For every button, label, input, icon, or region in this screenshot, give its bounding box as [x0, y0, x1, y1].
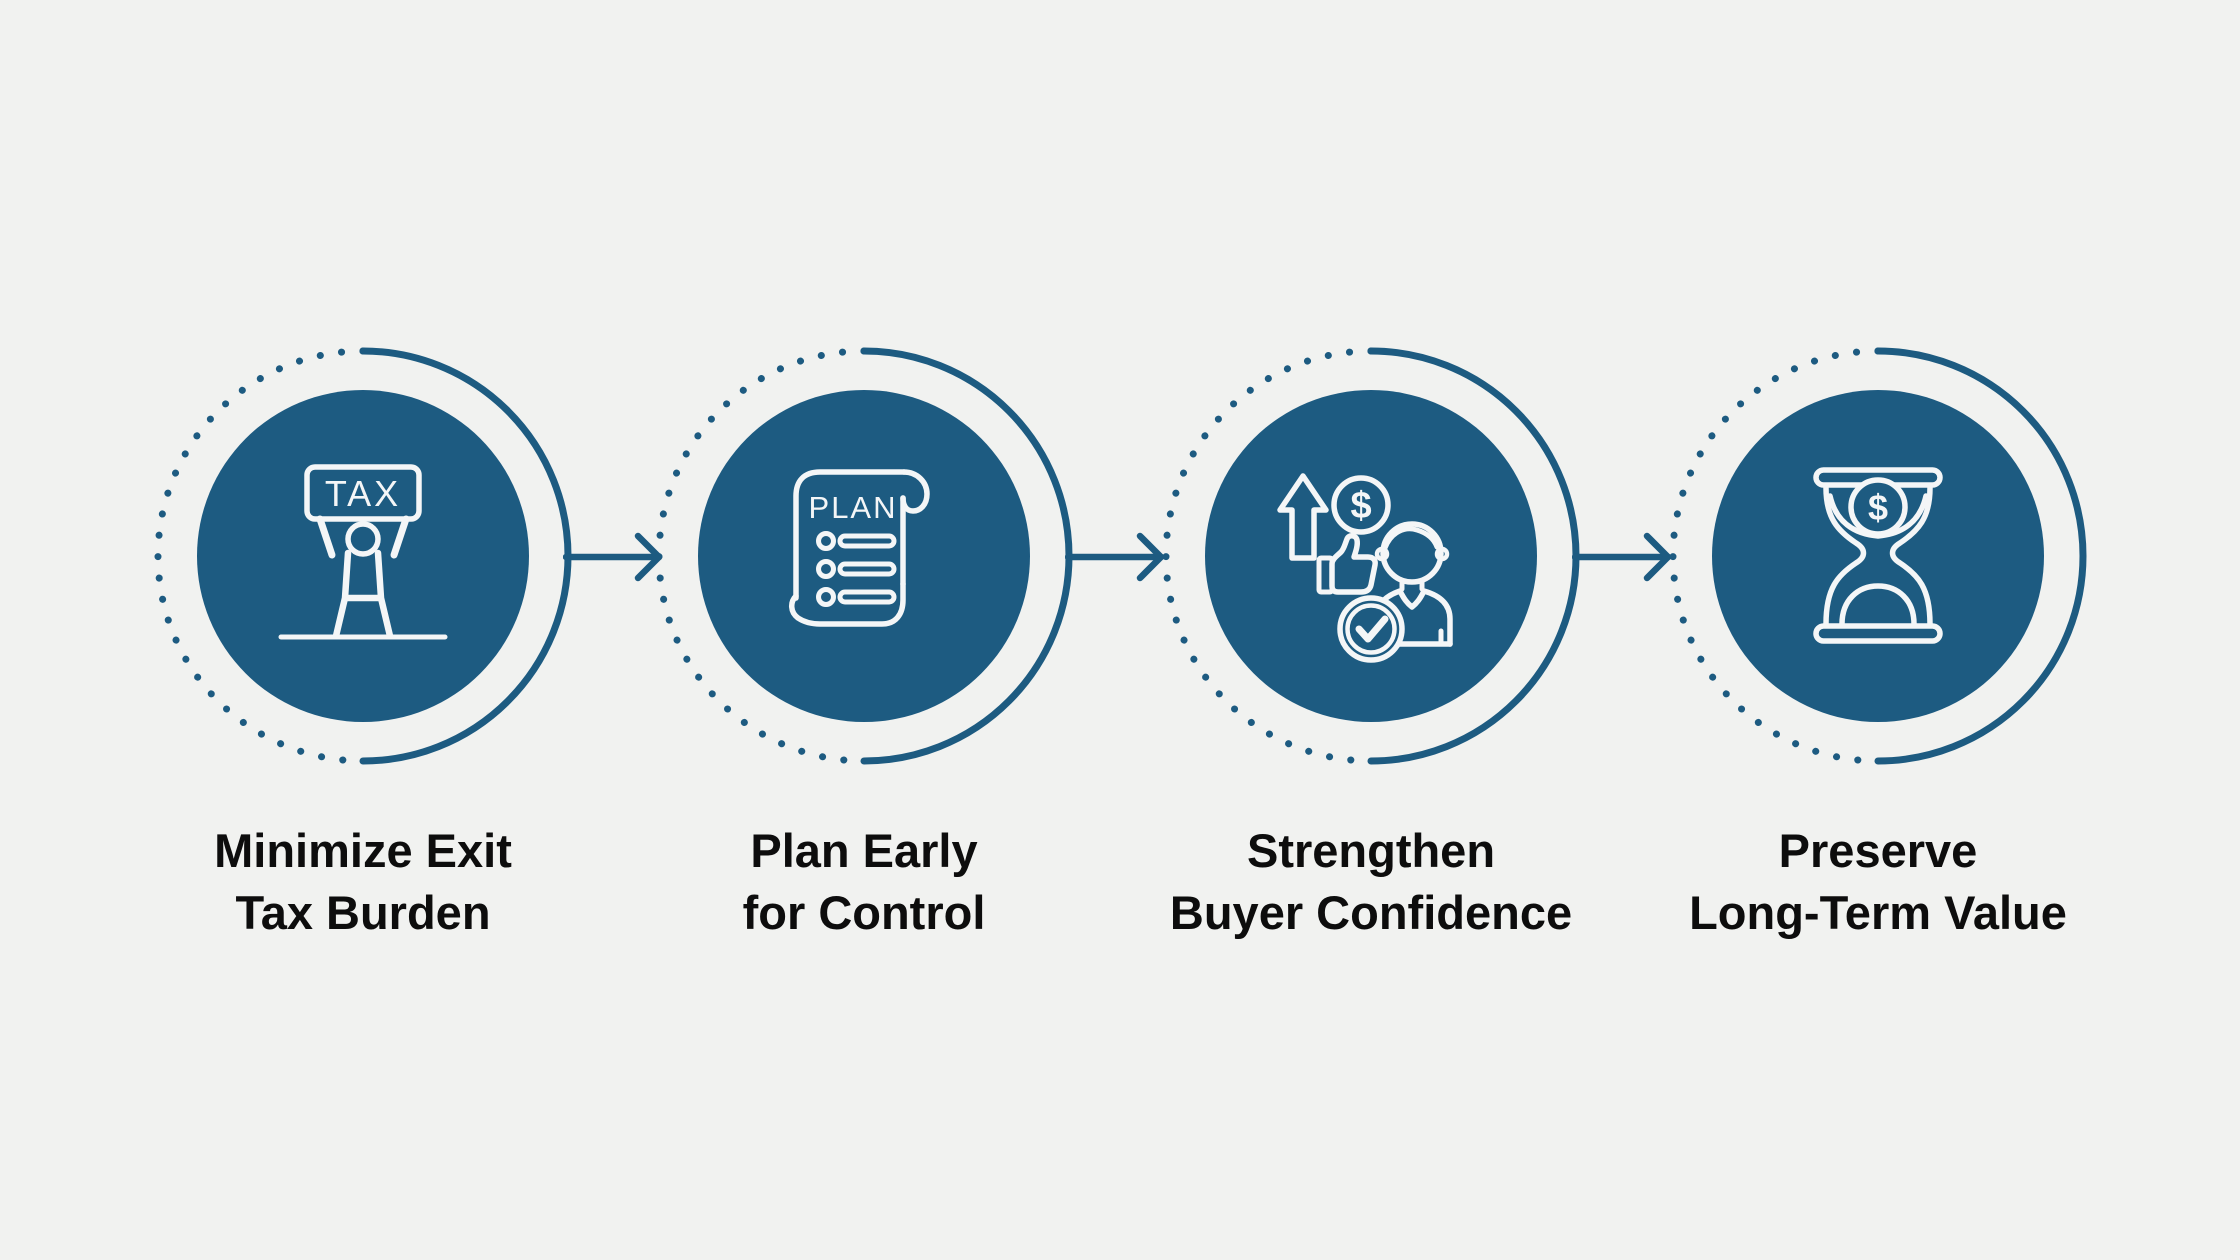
step-3-label-line-2: Buyer Confidence: [1169, 886, 1573, 939]
step-1-dotted-arc: [154, 347, 367, 765]
step-2-dotted-arc: [655, 347, 868, 765]
step-4-dotted-arc: [1669, 347, 1882, 765]
tax-protester-icon: TAX: [278, 464, 448, 640]
step-1-label: Minimize Exit Tax Burden: [83, 820, 643, 944]
step-4-solid-arc: [1874, 347, 2087, 765]
step-1-circle: TAX: [154, 347, 572, 765]
buyer-confidence-icon: $: [1277, 473, 1453, 663]
step-2-label-line-2: for Control: [742, 886, 986, 939]
step-3-circle: $: [1162, 347, 1580, 765]
step-3-label: Strengthen Buyer Confidence: [1091, 820, 1651, 944]
check-badge-icon: [1337, 595, 1405, 663]
step-4-circle: $: [1669, 347, 2087, 765]
dollar-coin-icon: $: [1331, 475, 1391, 535]
right-chevron-icon: [1643, 532, 1672, 582]
arrow-connector-2: [1065, 532, 1165, 582]
step-2-label-line-1: Plan Early: [750, 824, 978, 877]
step-4-label-line-1: Preserve: [1778, 824, 1978, 877]
step-3-dotted-arc: [1162, 347, 1375, 765]
up-arrow-icon: [1277, 473, 1329, 561]
arrow-connector-3: [1572, 532, 1672, 582]
step-4-label: Preserve Long-Term Value: [1598, 820, 2158, 944]
coin-dollar-text: $: [1868, 487, 1888, 528]
buyer-person-icon: [1373, 521, 1453, 647]
step-3-label-line-1: Strengthen: [1246, 824, 1496, 877]
step-1-label-line-2: Tax Burden: [235, 886, 491, 939]
step-2-label: Plan Early for Control: [584, 820, 1144, 944]
step-1-label-line-1: Minimize Exit: [214, 824, 512, 877]
plan-scroll-icon: PLAN: [789, 469, 930, 627]
step-2-circle: PLAN: [655, 347, 1073, 765]
step-2-disc: [698, 390, 1030, 722]
step-4-label-line-2: Long-Term Value: [1689, 886, 2067, 939]
step-4-disc: [1712, 390, 2044, 722]
plan-header-text: PLAN: [809, 490, 898, 525]
dollar-coin-icon: $: [1848, 477, 1908, 537]
thumbs-up-icon: [1316, 533, 1378, 595]
tax-sign-text: TAX: [325, 473, 401, 514]
hourglass-money-icon: $: [1813, 467, 1943, 644]
right-chevron-icon: [1136, 532, 1165, 582]
coin-dollar-text: $: [1350, 485, 1371, 527]
